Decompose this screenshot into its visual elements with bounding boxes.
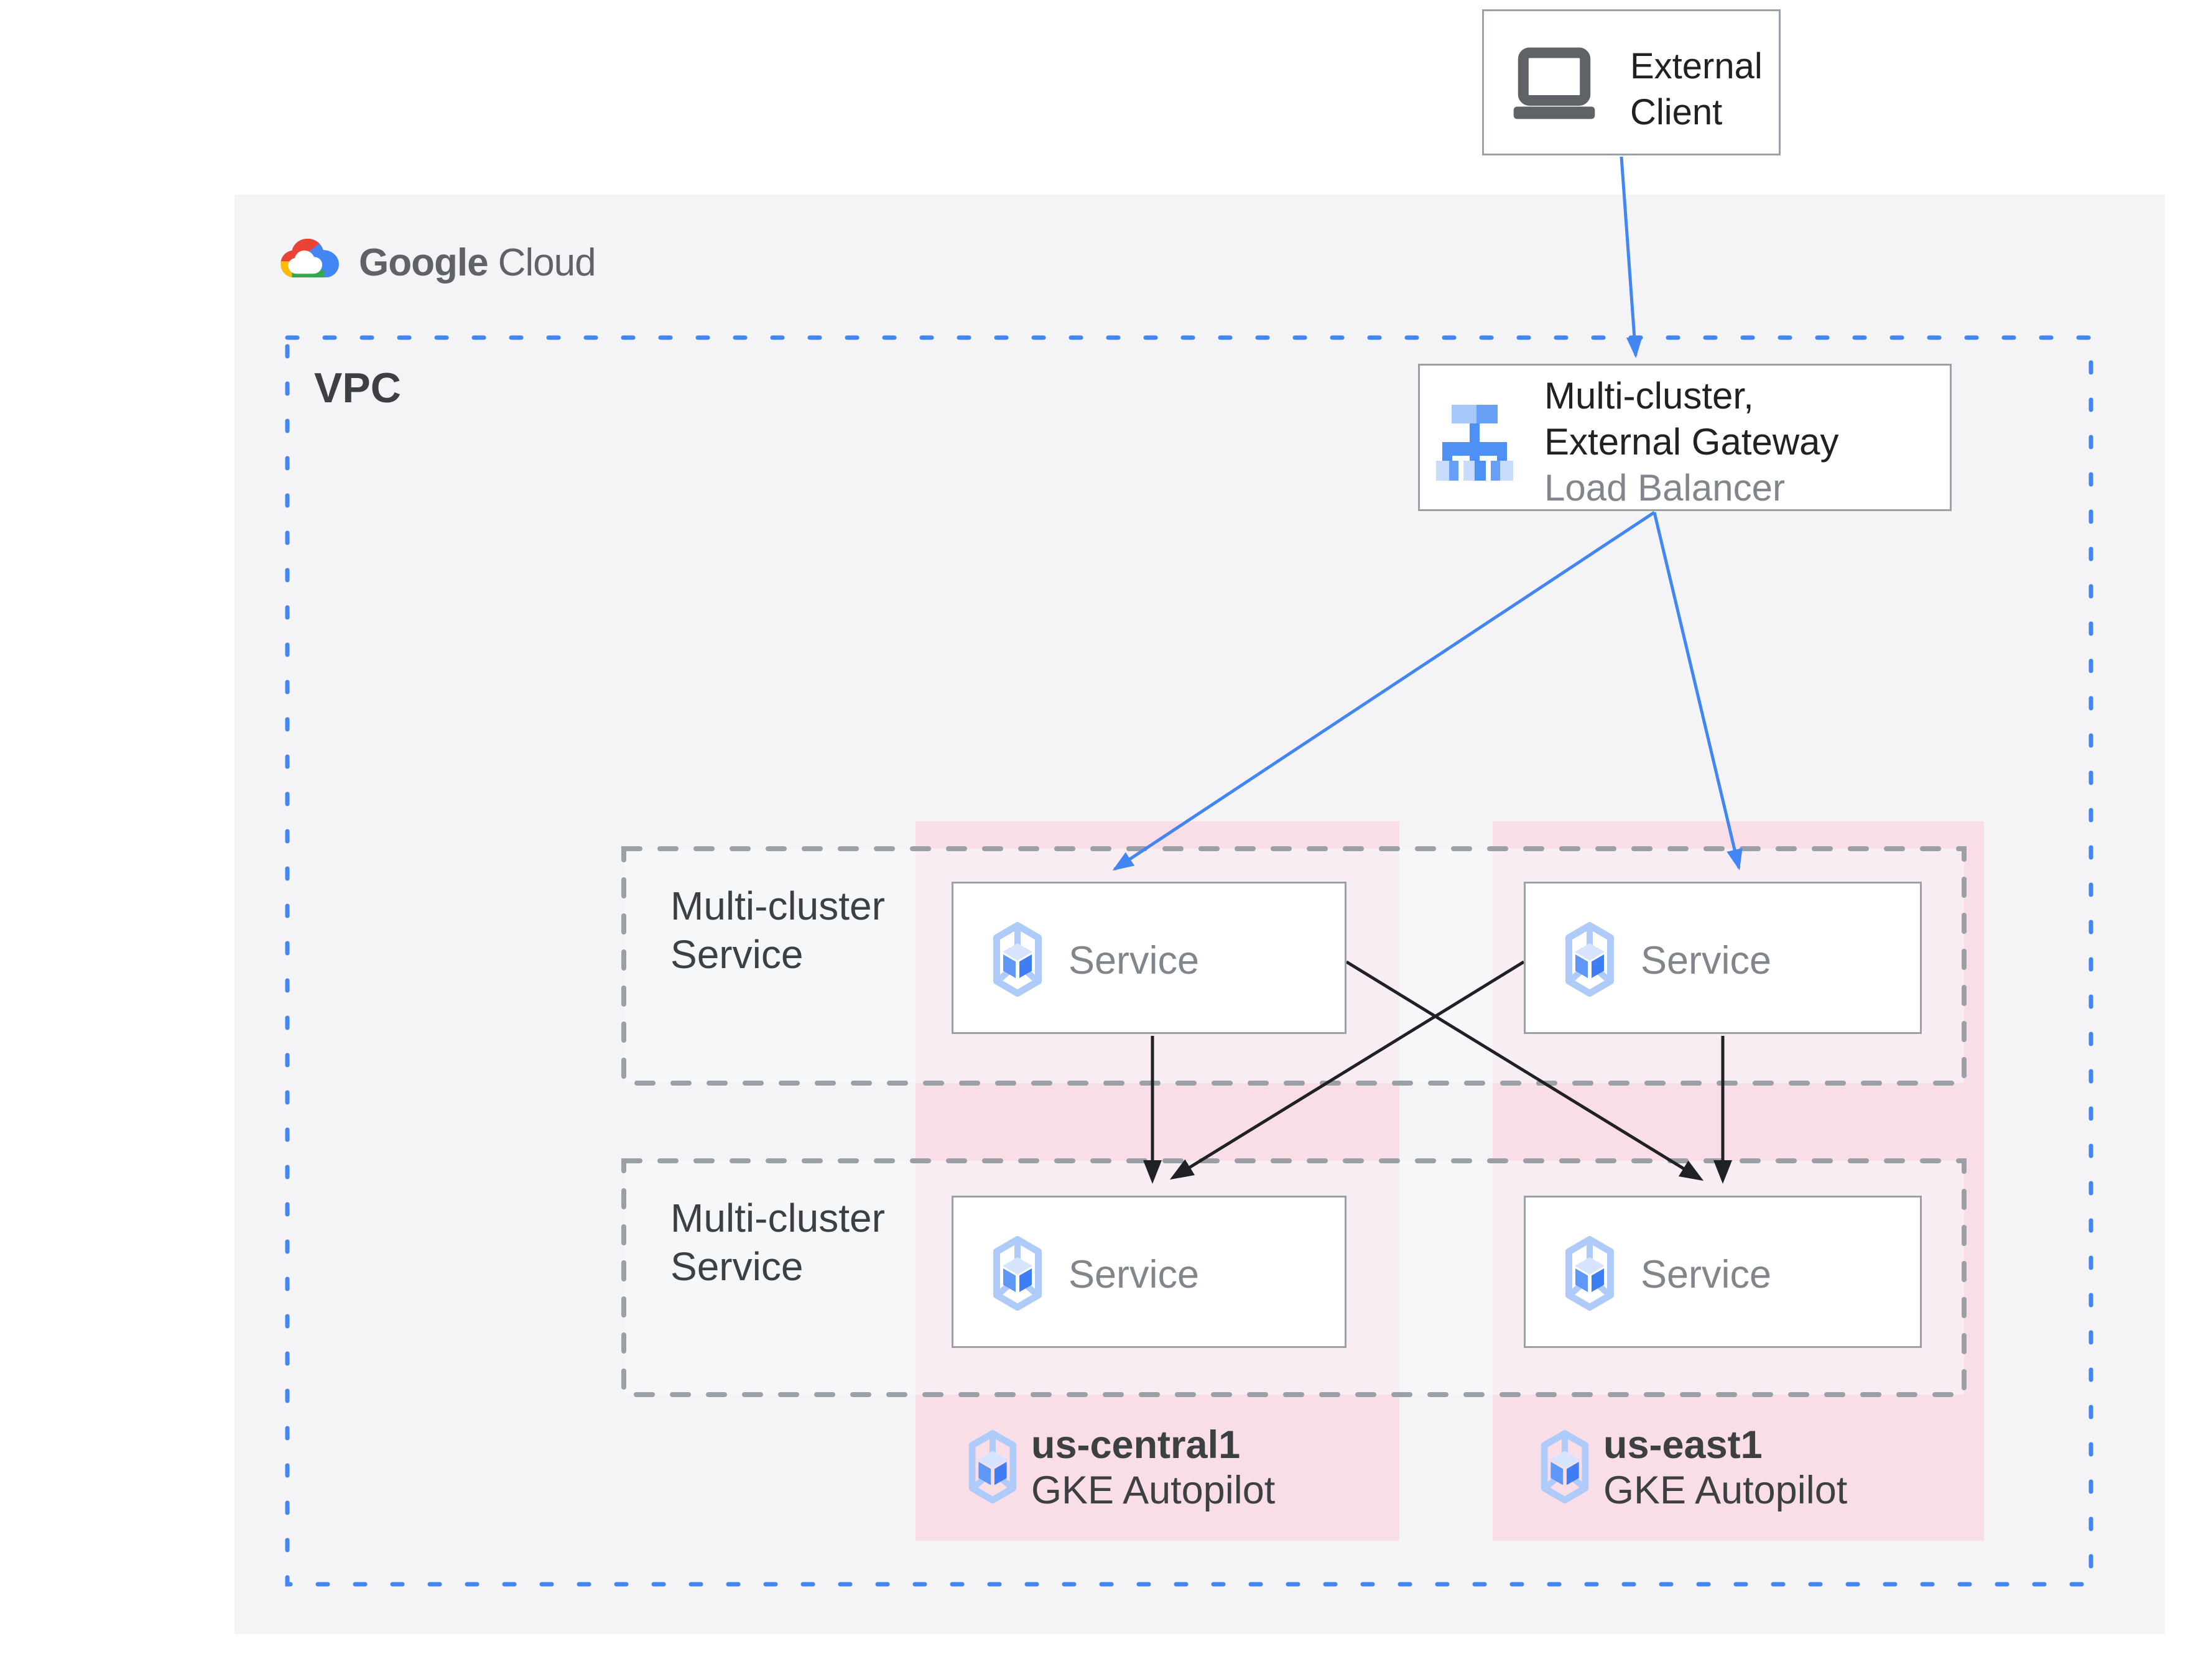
mcs-bottom-line2: Service <box>670 1244 804 1289</box>
mcs-bottom-line1: Multi-cluster <box>670 1196 885 1240</box>
mcs-top-line1: Multi-cluster <box>670 884 885 928</box>
mcs-label-top: Multi-cluster Service <box>670 882 885 979</box>
load-balancer-title-line2: External Gateway <box>1544 421 1839 463</box>
service-box-bottom-left: Service <box>952 1196 1347 1348</box>
cluster-product: GKE Autopilot <box>1603 1469 1848 1512</box>
vpc-boundary <box>285 335 2093 1587</box>
google-cloud-icon <box>278 236 343 288</box>
external-client-line1: External <box>1630 46 1763 86</box>
cluster-label: us-east1 GKE Autopilot <box>1603 1423 1847 1513</box>
arrow-service1-cross <box>1345 960 1704 1181</box>
service-box-top-left: Service <box>952 882 1347 1034</box>
cluster-region: us-east1 <box>1603 1423 1763 1467</box>
load-balancer-icon <box>1434 405 1515 481</box>
gke-hexagon-icon <box>993 1236 1042 1311</box>
service-label: Service <box>1641 939 1772 982</box>
service-box-bottom-right: Service <box>1524 1196 1922 1348</box>
arrow-service2-cross <box>1169 960 1525 1180</box>
logo-google-text: Google <box>359 241 489 284</box>
arrow-client-to-gateway <box>1620 156 1643 358</box>
load-balancer-subtitle: Load Balancer <box>1544 467 1785 509</box>
laptop-icon <box>1510 47 1598 122</box>
gke-hexagon-icon <box>993 922 1042 997</box>
mcs-label-bottom: Multi-cluster Service <box>670 1194 885 1291</box>
external-client-line2: Client <box>1630 92 1723 132</box>
cluster-product: GKE Autopilot <box>1031 1469 1276 1512</box>
cluster-region: us-central1 <box>1031 1423 1241 1467</box>
cluster-label: us-central1 GKE Autopilot <box>1031 1423 1275 1513</box>
vpc-label: VPC <box>314 364 401 412</box>
arrow-gateway-to-service-right <box>1652 512 1743 870</box>
logo-cloud-text: Cloud <box>498 241 596 284</box>
gke-hexagon-icon <box>1565 1236 1614 1311</box>
load-balancer-title-line1: Multi-cluster, <box>1544 375 1754 417</box>
external-client-label: External Client <box>1630 44 1763 136</box>
load-balancer-box: Multi-cluster, External Gateway Load Bal… <box>1418 364 1952 511</box>
gke-hexagon-icon <box>968 1430 1017 1503</box>
external-client-box: External Client <box>1482 9 1781 155</box>
mcs-top-line2: Service <box>670 932 804 977</box>
service-label: Service <box>1641 1253 1772 1296</box>
service-box-top-right: Service <box>1524 882 1922 1034</box>
gke-hexagon-icon <box>1541 1430 1589 1503</box>
service-label: Service <box>1068 1253 1200 1296</box>
arrow-gateway-to-service-left <box>1112 510 1656 871</box>
service-label: Service <box>1068 939 1200 982</box>
load-balancer-label: Multi-cluster, External Gateway Load Bal… <box>1544 373 1839 511</box>
gke-hexagon-icon <box>1565 922 1614 997</box>
